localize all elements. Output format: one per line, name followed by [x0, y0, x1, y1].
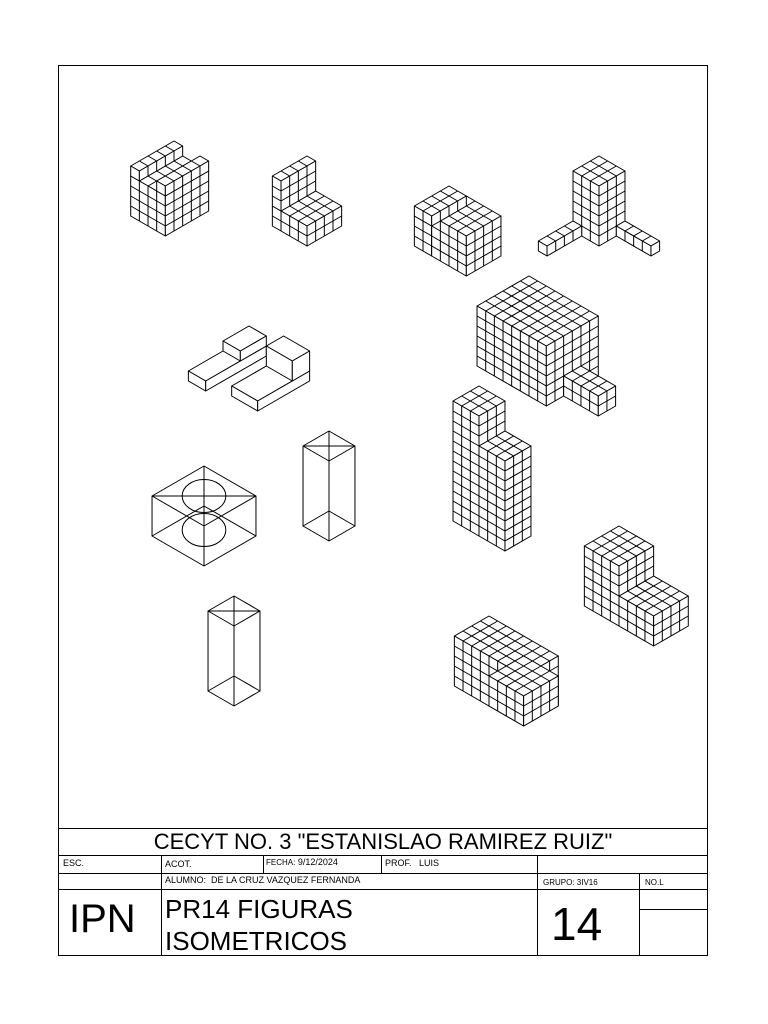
prof-value: LUIS: [419, 858, 440, 868]
isometric-drawings: [130, 140, 689, 727]
iso-figure-8: [583, 525, 689, 647]
iso-figure-9: [453, 615, 559, 727]
institution-logo: IPN: [69, 897, 136, 941]
acot-label: ACOT.: [165, 859, 192, 869]
prof-field: PROF. LUIS: [385, 859, 439, 868]
alumno-field: ALUMNO: DE LA CRUZ VAZQUEZ FERNANDA: [165, 876, 360, 885]
grupo-field: GRUPO: 3IV16: [543, 879, 598, 887]
sheet-number: 14: [551, 898, 603, 950]
iso-figure-2: [271, 155, 343, 247]
grupo-label: GRUPO:: [543, 878, 575, 887]
iso-cube-circle: [151, 465, 257, 567]
iso-hex-prism-2: [207, 595, 261, 707]
drawing-title-line1: PR14 FIGURAS: [165, 894, 353, 924]
drawing-title-line2: ISOMETRICOS: [165, 926, 348, 956]
nol-label: NO.L: [645, 878, 664, 887]
iso-figure-6: [476, 275, 617, 417]
iso-hex-prism-1: [302, 430, 356, 542]
fecha-value: 9/12/2024: [297, 857, 338, 867]
iso-figure-7: [452, 385, 532, 552]
iso-figure-1: [130, 140, 210, 237]
iso-figure-4: [537, 155, 661, 257]
grupo-value: 3IV16: [576, 878, 598, 887]
prof-label: PROF.: [385, 858, 412, 868]
school-name: CECYT NO. 3 "ESTANISLAO RAMIREZ RUIZ": [153, 829, 613, 854]
title-block: CECYT NO. 3 "ESTANISLAO RAMIREZ RUIZ" ES…: [59, 828, 707, 956]
iso-figure-5: [187, 325, 311, 412]
alumno-value: DE LA CRUZ VAZQUEZ FERNANDA: [211, 875, 361, 885]
fecha-label: FECHA:: [266, 858, 296, 867]
iso-figure-3: [413, 185, 502, 277]
esc-label: ESC.: [63, 858, 85, 868]
drawing-sheet: CECYT NO. 3 "ESTANISLAO RAMIREZ RUIZ" ES…: [58, 65, 708, 956]
fecha-field: FECHA: 9/12/2024: [266, 858, 338, 867]
alumno-label: ALUMNO:: [165, 875, 207, 885]
